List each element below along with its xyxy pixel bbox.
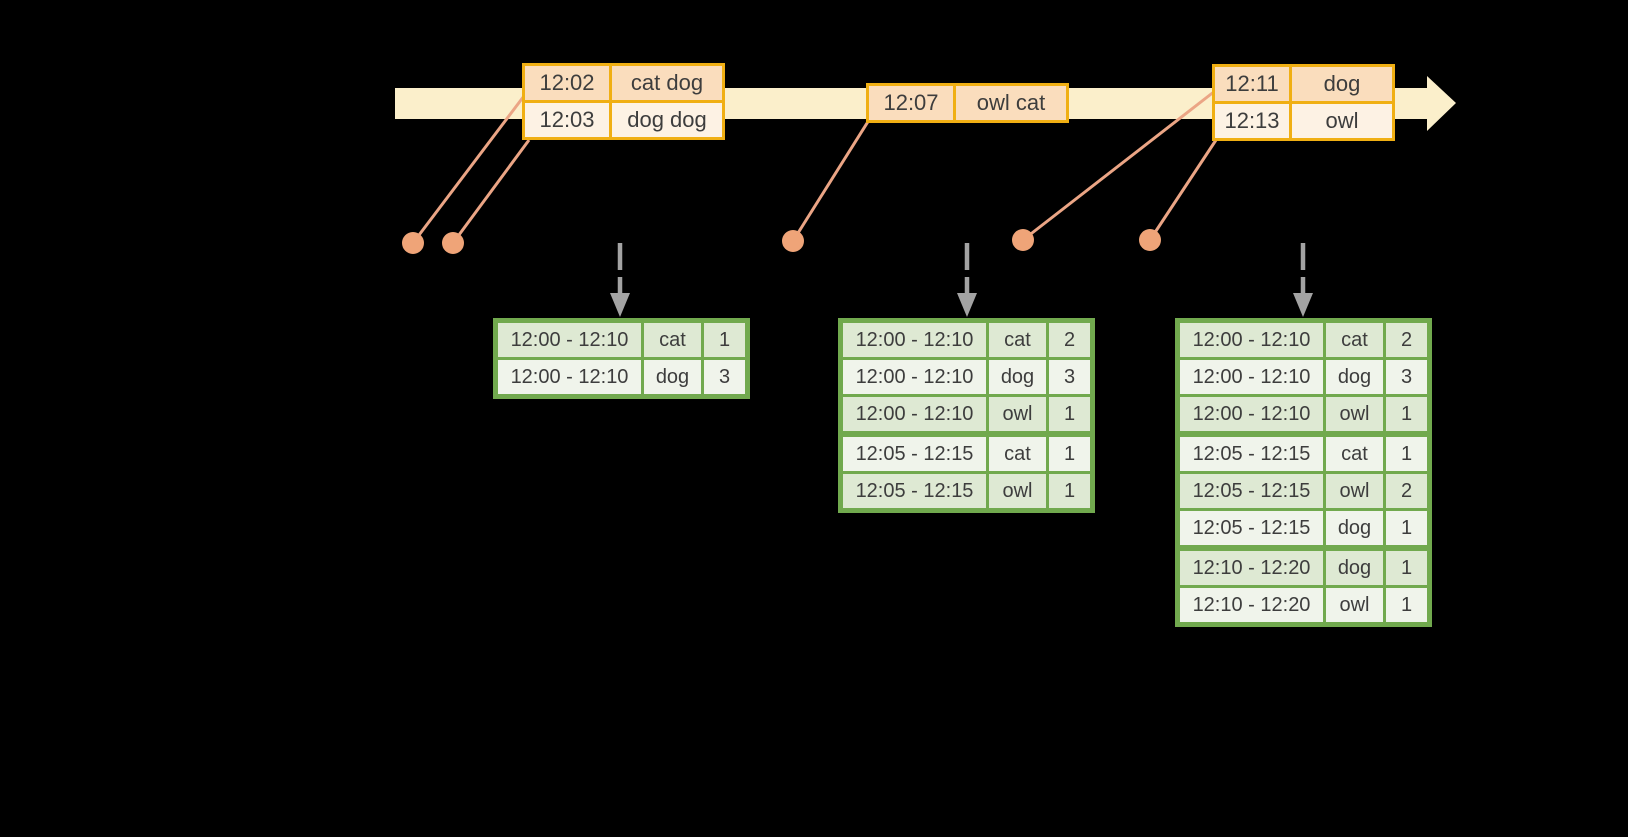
result-count-cell: 3 xyxy=(1386,360,1427,394)
result-count-cell: 1 xyxy=(1386,511,1427,545)
event-time-cell: 12:03 xyxy=(525,103,609,137)
result-word-cell: cat xyxy=(1326,437,1383,471)
result-window-cell: 12:05 - 12:15 xyxy=(1180,511,1323,545)
result-word-cell: dog xyxy=(1326,551,1383,585)
result-count-cell: 2 xyxy=(1386,474,1427,508)
result-window-cell: 12:10 - 12:20 xyxy=(1180,551,1323,585)
result-word-cell: owl xyxy=(989,474,1046,508)
result-count-cell: 1 xyxy=(1386,551,1427,585)
result-word-cell: dog xyxy=(989,360,1046,394)
result-window-cell: 12:00 - 12:10 xyxy=(1180,360,1323,394)
result-window-cell: 12:00 - 12:10 xyxy=(1180,397,1323,431)
result-word-cell: cat xyxy=(989,437,1046,471)
event-dot xyxy=(1012,229,1034,251)
result-word-cell: dog xyxy=(1326,511,1383,545)
result-count-cell: 3 xyxy=(704,360,745,394)
result-count-cell: 1 xyxy=(1386,397,1427,431)
event-time-cell: 12:11 xyxy=(1215,67,1289,101)
event-time-cell: 12:13 xyxy=(1215,104,1289,138)
result-window-cell: 12:00 - 12:10 xyxy=(843,360,986,394)
event-connector-line xyxy=(1148,139,1218,241)
trigger-arrow xyxy=(957,243,977,317)
trigger-arrow xyxy=(610,243,630,317)
event-dot xyxy=(402,232,424,254)
result-word-cell: cat xyxy=(989,323,1046,357)
result-word-cell: owl xyxy=(1326,474,1383,508)
result-count-cell: 2 xyxy=(1049,323,1090,357)
result-count-cell: 1 xyxy=(1049,474,1090,508)
event-dot xyxy=(442,232,464,254)
result-window-cell: 12:00 - 12:10 xyxy=(843,397,986,431)
event-time-cell: 12:07 xyxy=(869,86,953,120)
result-count-cell: 2 xyxy=(1386,323,1427,357)
event-words-cell: dog dog xyxy=(612,103,722,137)
result-count-cell: 1 xyxy=(1049,437,1090,471)
result-window-cell: 12:00 - 12:10 xyxy=(498,323,641,357)
event-words-cell: dog xyxy=(1292,67,1392,101)
event-words-cell: cat dog xyxy=(612,66,722,100)
result-window-cell: 12:05 - 12:15 xyxy=(843,474,986,508)
result-window-cell: 12:05 - 12:15 xyxy=(1180,474,1323,508)
result-count-cell: 1 xyxy=(1049,397,1090,431)
result-window-cell: 12:10 - 12:20 xyxy=(1180,588,1323,622)
result-count-cell: 1 xyxy=(704,323,745,357)
result-word-cell: owl xyxy=(1326,397,1383,431)
event-connector-line xyxy=(791,119,871,242)
result-window-cell: 12:00 - 12:10 xyxy=(843,323,986,357)
trigger-arrow xyxy=(1293,243,1313,317)
event-words-cell: owl cat xyxy=(956,86,1066,120)
result-word-cell: dog xyxy=(1326,360,1383,394)
event-time-cell: 12:02 xyxy=(525,66,609,100)
result-count-cell: 1 xyxy=(1386,437,1427,471)
result-word-cell: dog xyxy=(644,360,701,394)
result-window-cell: 12:05 - 12:15 xyxy=(1180,437,1323,471)
result-count-cell: 1 xyxy=(1386,588,1427,622)
result-window-cell: 12:05 - 12:15 xyxy=(843,437,986,471)
result-window-cell: 12:00 - 12:10 xyxy=(498,360,641,394)
result-word-cell: owl xyxy=(1326,588,1383,622)
result-word-cell: owl xyxy=(989,397,1046,431)
event-dot xyxy=(782,230,804,252)
event-connector-line xyxy=(451,139,531,244)
result-window-cell: 12:00 - 12:10 xyxy=(1180,323,1323,357)
timeline-arrowhead-icon xyxy=(1427,76,1456,131)
event-dot xyxy=(1139,229,1161,251)
result-count-cell: 3 xyxy=(1049,360,1090,394)
result-word-cell: cat xyxy=(1326,323,1383,357)
event-words-cell: owl xyxy=(1292,104,1392,138)
result-word-cell: cat xyxy=(644,323,701,357)
